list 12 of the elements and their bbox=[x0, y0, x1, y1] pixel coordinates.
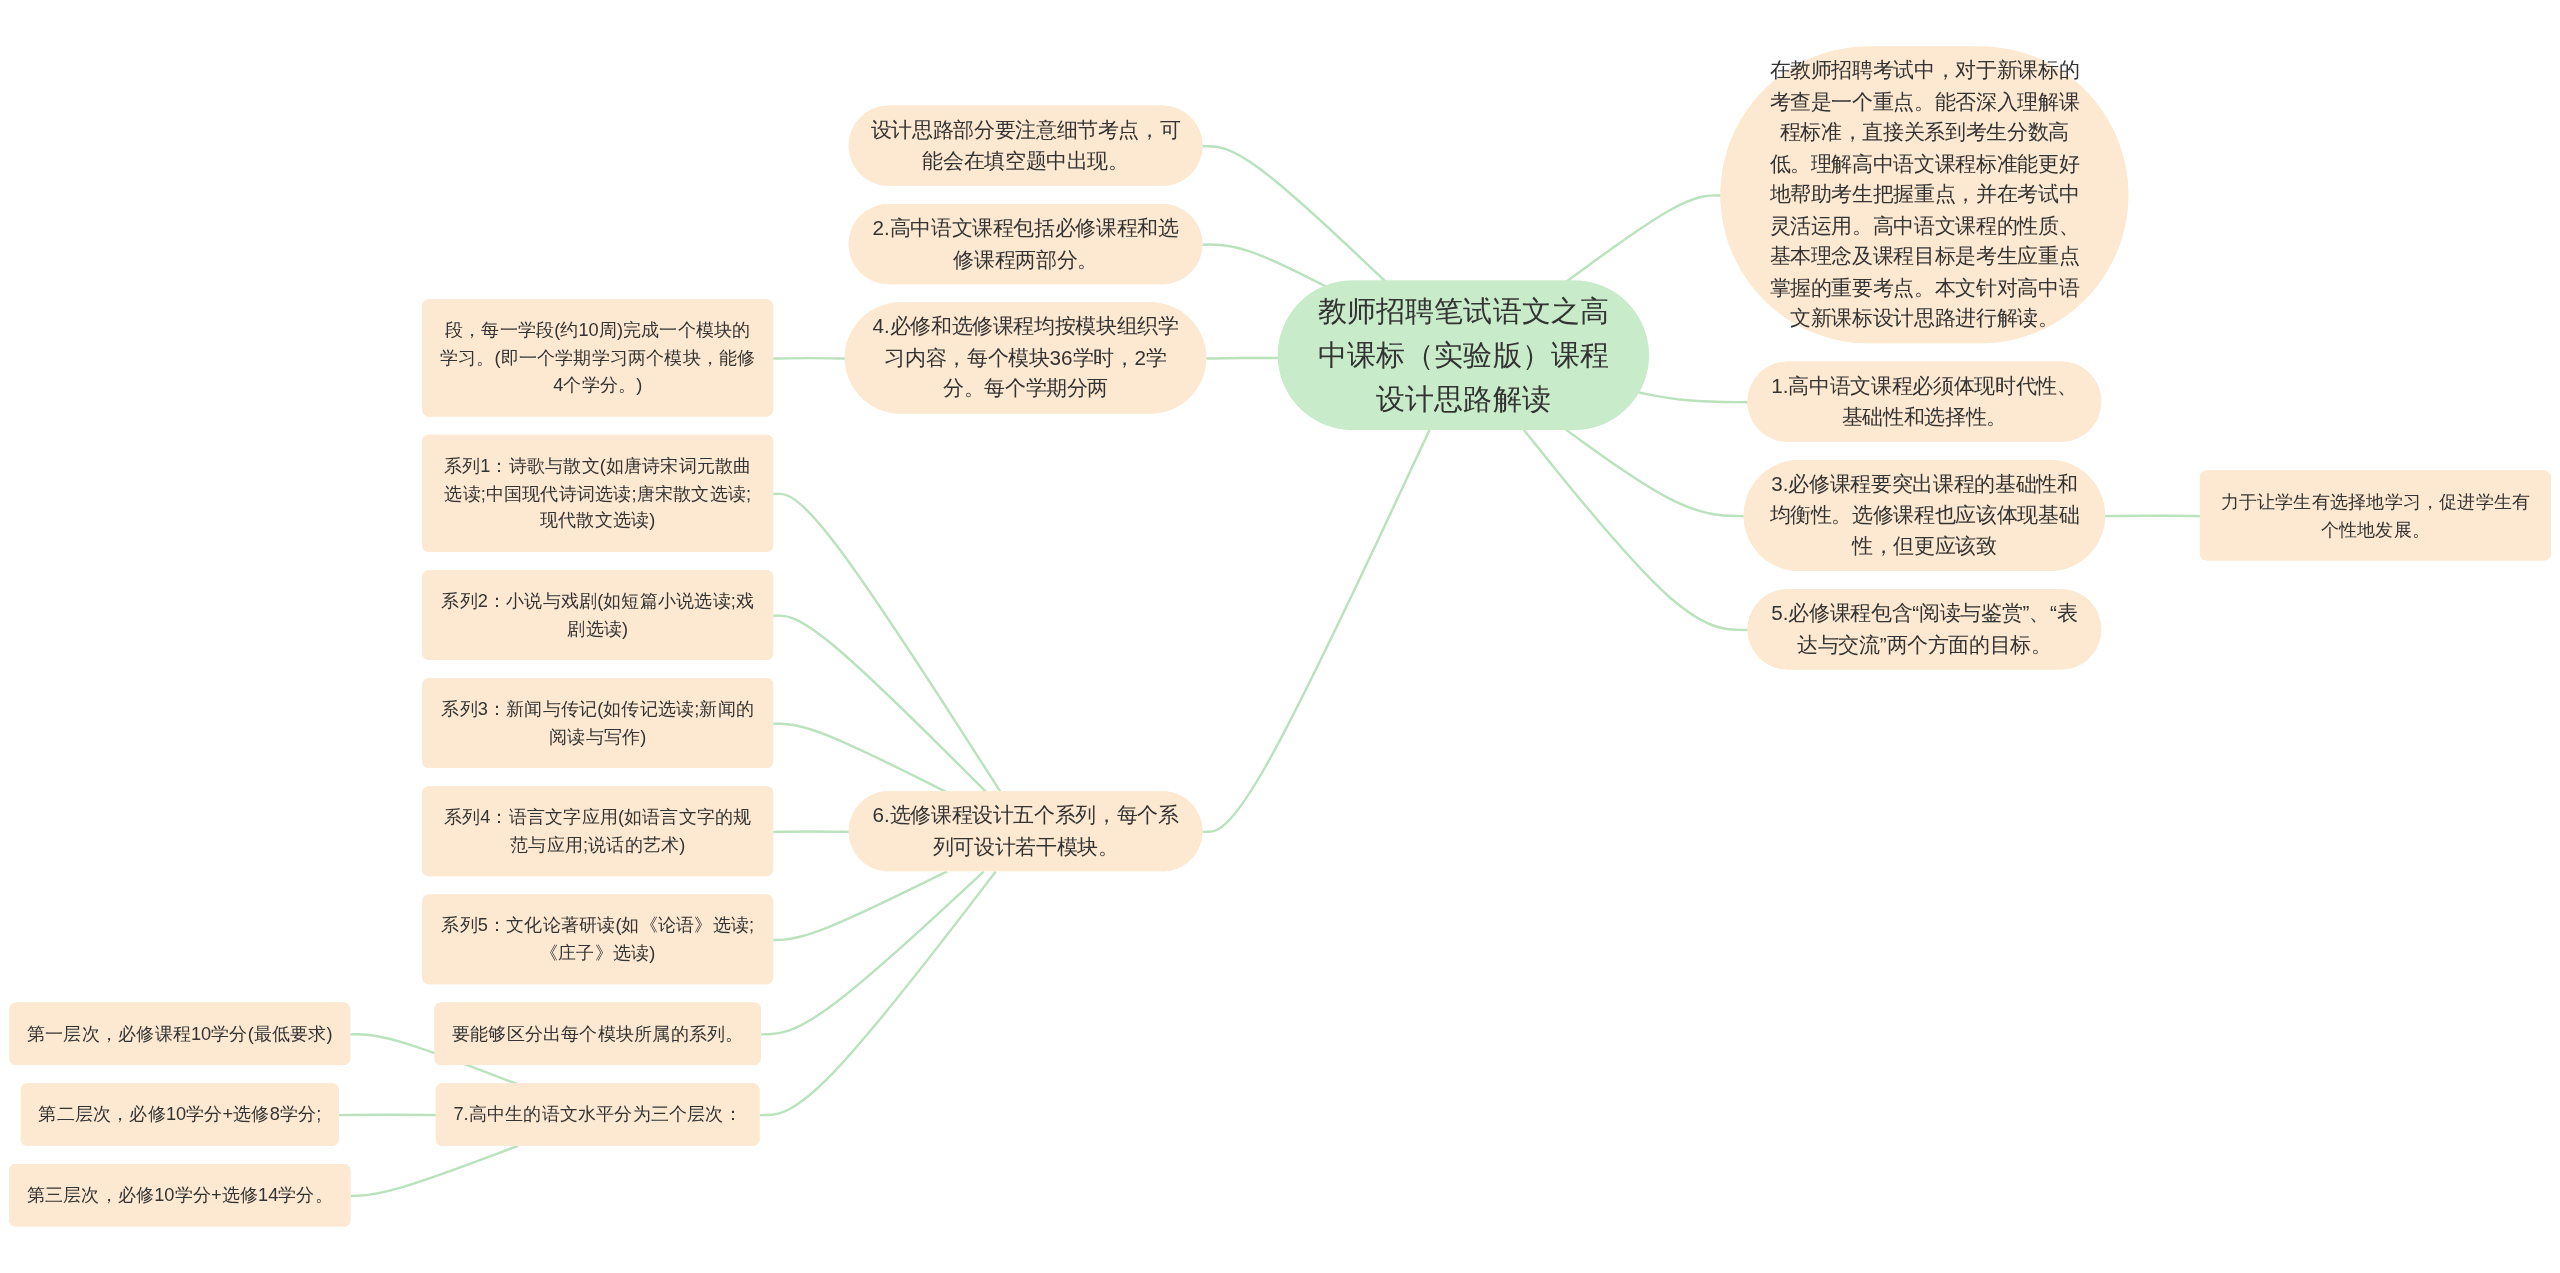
connector bbox=[1638, 391, 1749, 404]
connector bbox=[773, 870, 948, 942]
connector bbox=[350, 1144, 519, 1198]
connector bbox=[759, 870, 997, 1117]
connector bbox=[1565, 194, 1722, 283]
connector bbox=[1565, 428, 1745, 518]
connector bbox=[773, 830, 850, 834]
connector bbox=[1522, 429, 1749, 632]
connector bbox=[761, 870, 985, 1036]
connector bbox=[1202, 429, 1431, 834]
connector bbox=[1202, 243, 1327, 288]
connector bbox=[1202, 145, 1387, 283]
